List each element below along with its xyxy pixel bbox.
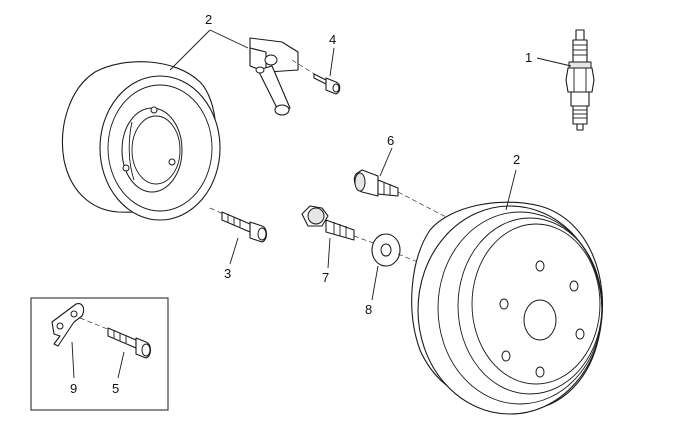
bolt-part-6 (353, 147, 449, 219)
spark-plug-part (536, 29, 595, 131)
right-drum-part (411, 169, 604, 415)
callout-8: 8 (365, 302, 372, 317)
bolt-part-5 (79, 317, 152, 379)
washer-part-8 (371, 233, 419, 301)
bracket-part (249, 37, 317, 116)
bolt-part-4 (313, 73, 341, 95)
callout-9: 9 (70, 381, 77, 396)
callout-2-top: 2 (205, 12, 212, 27)
callout-1: 1 (525, 50, 532, 65)
bolt-part-3 (209, 207, 268, 265)
inset-detail-box (30, 297, 169, 411)
callout-6: 6 (387, 133, 394, 148)
callout-5: 5 (112, 381, 119, 396)
callout-7: 7 (322, 270, 329, 285)
left-drum-part (61, 61, 221, 221)
plate-part-9 (51, 303, 85, 379)
callout-2-right: 2 (513, 152, 520, 167)
bolt-part-7 (301, 205, 377, 269)
callout-3: 3 (224, 266, 231, 281)
callout-4: 4 (329, 32, 336, 47)
